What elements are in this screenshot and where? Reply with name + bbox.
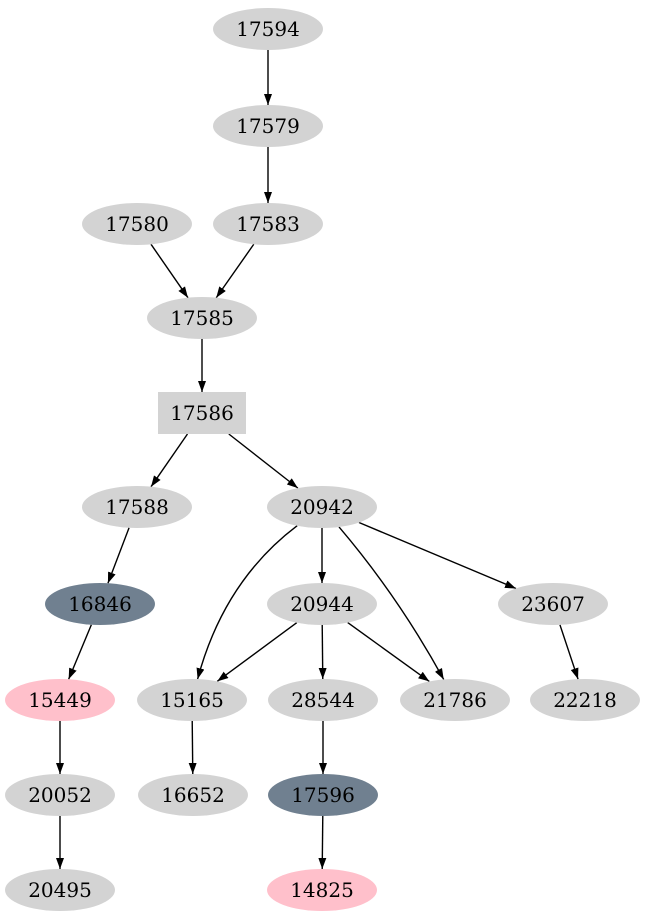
node-ellipse-shape [82,203,192,245]
node-16846: 16846 [45,583,155,625]
edge-17583-17585 [215,243,255,299]
edge-17586-17588 [150,433,189,488]
node-ellipse-shape [267,869,377,911]
node-ellipse-shape [147,297,257,339]
node-label: 20052 [28,783,92,807]
node-20052: 20052 [5,774,115,816]
node-layer: 17594 17579 17580 17583 17585 17586 17588 20942… [5,8,640,911]
node-ellipse-shape [82,486,192,528]
edge-20944-15165 [216,622,298,682]
node-label: 17586 [170,401,234,425]
node-label: 23607 [521,592,585,616]
node-label: 21786 [423,688,487,712]
node-ellipse-shape [268,679,378,721]
node-23607: 23607 [498,583,608,625]
node-label: 16846 [68,592,132,616]
node-label: 20495 [28,878,92,902]
node-ellipse-shape [5,774,115,816]
edge-20942-21786 [338,526,445,680]
node-ellipse-shape [5,869,115,911]
node-15165: 15165 [137,679,247,721]
node-ellipse-shape [267,583,377,625]
edge-17586-20942 [228,433,299,489]
edge-20944-21786 [347,621,430,683]
node-ellipse-shape [213,105,323,147]
node-label: 16652 [161,783,225,807]
edge-20944-28544 [318,624,327,680]
node-15449: 15449 [5,679,115,721]
node-label: 17580 [105,212,169,236]
node-label: 20942 [290,495,354,519]
edge-20942-15165 [196,525,298,680]
node-20942: 20942 [267,486,377,528]
node-label: 14825 [290,878,354,902]
node-17586: 17586 [158,392,246,434]
node-label: 22218 [553,688,617,712]
node-ellipse-shape [213,8,323,50]
node-14825: 14825 [267,869,377,911]
node-label: 17583 [236,212,300,236]
node-17585: 17585 [147,297,257,339]
node-ellipse-shape [268,774,378,816]
node-17588: 17588 [82,486,192,528]
node-ellipse-shape [267,486,377,528]
edge-16846-15449 [67,624,93,680]
node-label: 17588 [105,495,169,519]
node-21786: 21786 [400,679,510,721]
node-ellipse-shape [138,774,248,816]
node-ellipse-shape [213,203,323,245]
edge-17580-17585 [150,243,189,299]
node-ellipse-shape [530,679,640,721]
node-label: 17596 [291,783,355,807]
node-label: 17585 [170,306,234,330]
node-17596: 17596 [268,774,378,816]
node-label: 17594 [236,17,300,41]
edge-15165-16652 [188,720,197,775]
node-label: 15165 [160,688,224,712]
node-17594: 17594 [213,8,323,50]
node-ellipse-shape [5,679,115,721]
node-17579: 17579 [213,105,323,147]
node-ellipse-shape [400,679,510,721]
node-label: 15449 [28,688,92,712]
node-label: 17579 [236,114,300,138]
edge-20942-23607 [358,521,517,590]
edge-23607-22218 [559,624,579,680]
node-28544: 28544 [268,679,378,721]
edge-17596-14825 [318,815,327,870]
node-22218: 22218 [530,679,640,721]
node-box-shape [158,392,246,434]
node-17580: 17580 [82,203,192,245]
node-17583: 17583 [213,203,323,245]
node-ellipse-shape [137,679,247,721]
node-16652: 16652 [138,774,248,816]
node-ellipse-shape [498,583,608,625]
node-20944: 20944 [267,583,377,625]
edge-layer [56,50,579,870]
node-ellipse-shape [45,583,155,625]
edge-17588-16846 [107,527,130,584]
node-20495: 20495 [5,869,115,911]
node-label: 28544 [291,688,355,712]
node-label: 20944 [290,592,354,616]
